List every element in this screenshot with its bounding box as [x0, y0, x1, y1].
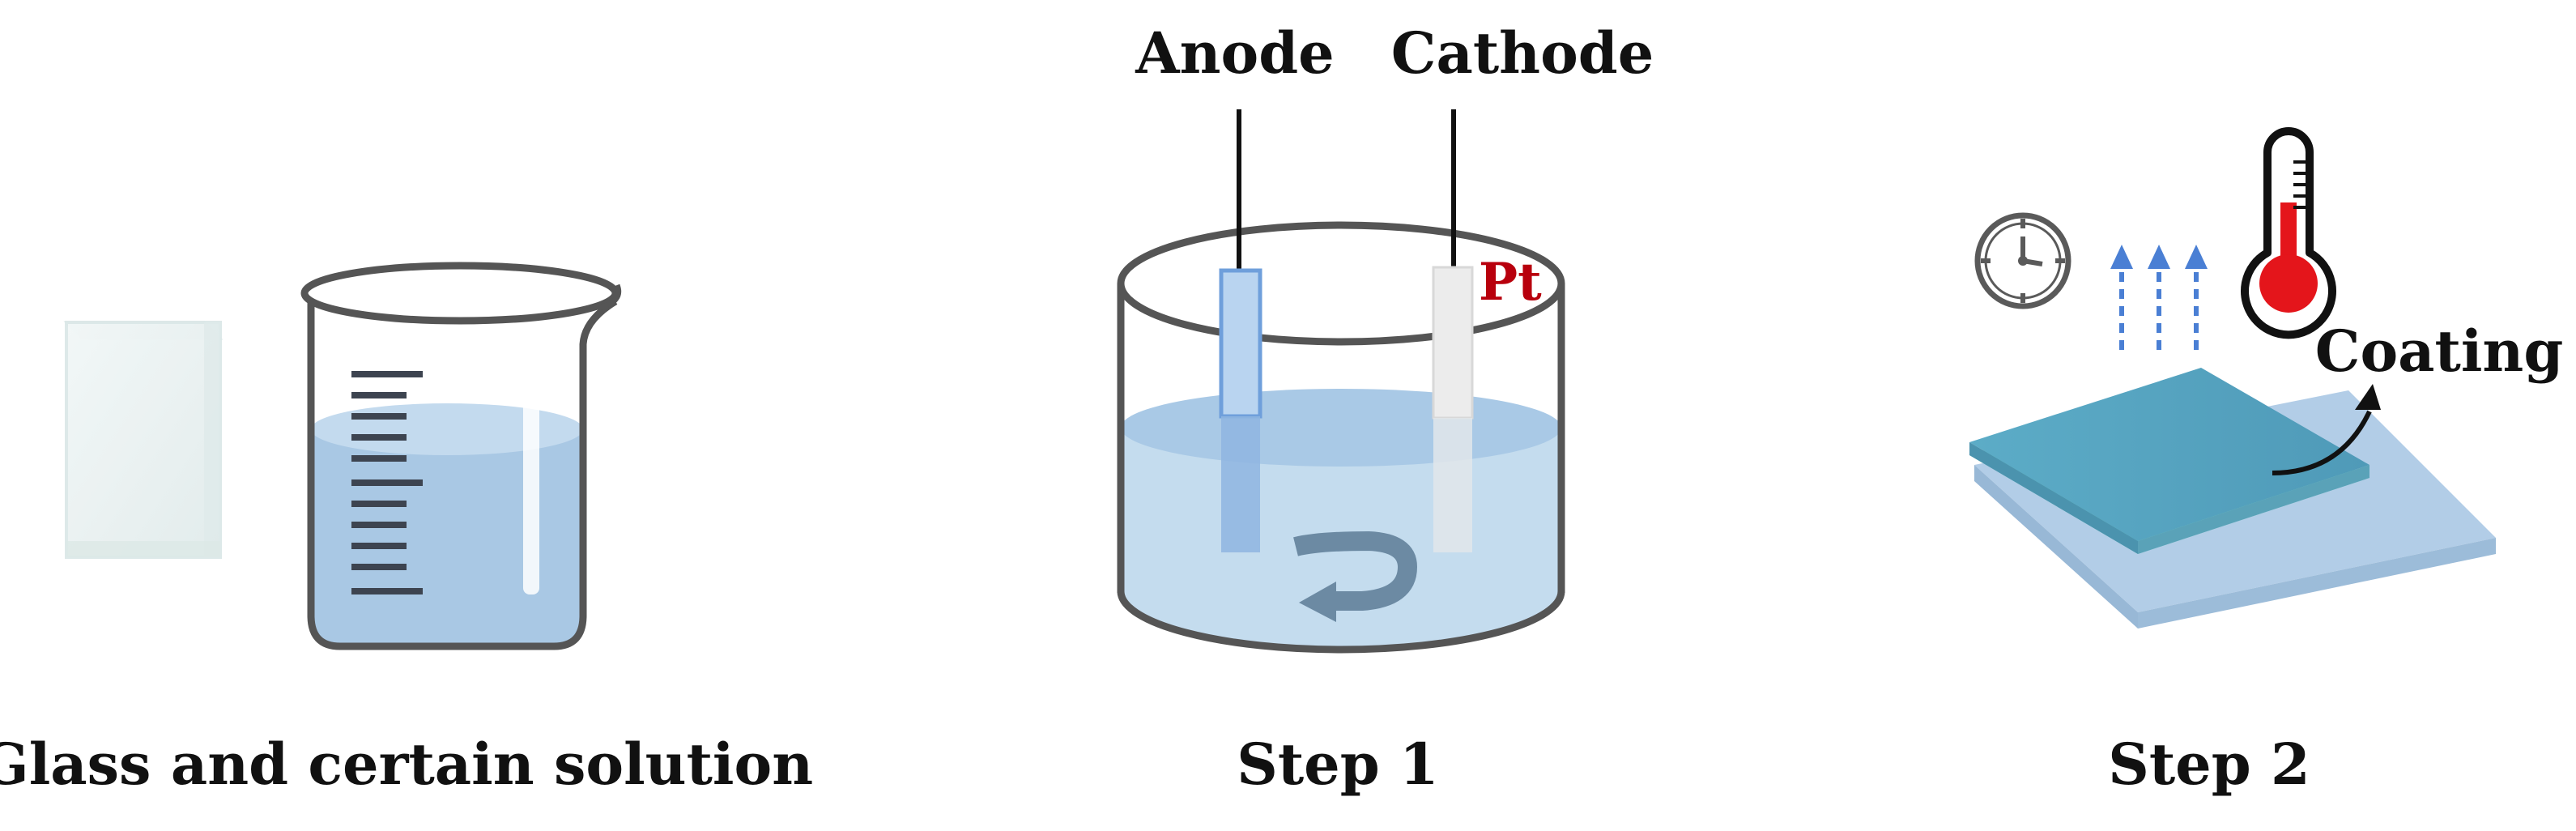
thermometer-icon — [2241, 127, 2336, 339]
anode-label: Anode — [1135, 19, 1334, 87]
caption-glass-solution: Glass and certain solution — [0, 731, 813, 798]
coating-layer — [1969, 368, 2369, 554]
beaker-graduations — [351, 371, 423, 594]
heat-arrow-heads — [2110, 245, 2208, 269]
clock-icon — [1974, 212, 2071, 309]
beaker — [300, 262, 622, 650]
caption-step1: Step 1 — [1237, 731, 1438, 798]
pointer-arrow-icon — [2272, 384, 2381, 475]
cathode-electrode — [1432, 266, 1474, 552]
coated-substrate — [1969, 368, 2496, 629]
caption-step2: Step 2 — [2108, 731, 2310, 798]
electrolysis-cell — [1117, 109, 1565, 654]
anode-electrode — [1219, 268, 1262, 552]
glass-slide — [63, 321, 224, 559]
coating-label: Coating — [2315, 317, 2564, 385]
stir-arrow-icon — [1293, 531, 1418, 622]
rising-heat-arrows-icon — [2119, 264, 2199, 350]
pt-label: Pt — [1479, 252, 1542, 313]
cathode-label: Cathode — [1391, 19, 1654, 87]
